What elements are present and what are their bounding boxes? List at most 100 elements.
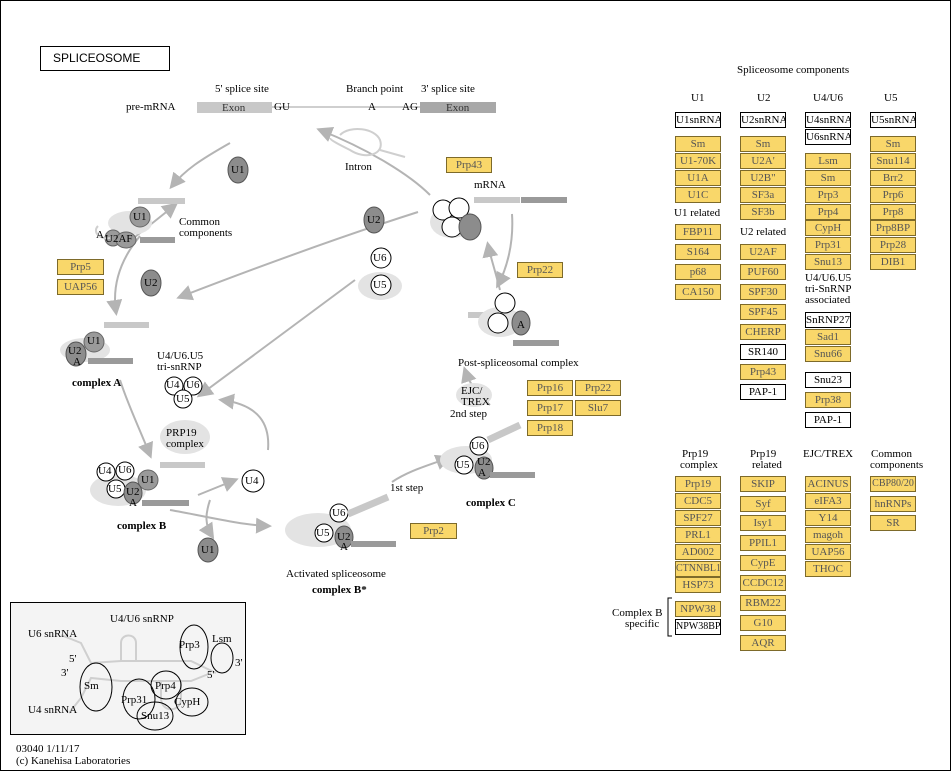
gene-prp8[interactable]: Prp8	[870, 204, 916, 220]
gene-ppil1[interactable]: PPIL1	[740, 535, 786, 551]
u4-label-released: U4	[245, 475, 259, 487]
gene-thoc[interactable]: THOC	[805, 561, 851, 577]
gene-brr2[interactable]: Brr2	[870, 170, 916, 186]
gene-prp22-post[interactable]: Prp22	[517, 262, 563, 278]
u1-binding-complex	[94, 198, 185, 249]
snu23-box[interactable]: Snu23	[805, 372, 851, 388]
gene-sf3a[interactable]: SF3a	[740, 187, 786, 203]
u2-snrna[interactable]: U2snRNA	[740, 112, 786, 128]
prp19-complex-graphic	[160, 420, 210, 454]
gene-cdc5[interactable]: CDC5	[675, 493, 721, 509]
gene-u2a[interactable]: U2A'	[740, 153, 786, 169]
snrnp27-box[interactable]: SnRNP27	[805, 312, 851, 328]
u5-snrna[interactable]: U5snRNA	[870, 112, 916, 128]
gene-hnrnps[interactable]: hnRNPs	[870, 496, 916, 512]
gene-ca150[interactable]: CA150	[675, 284, 721, 300]
ag-label: AG	[402, 101, 418, 113]
u1-label-complex-a: U1	[87, 335, 101, 347]
gene-sf3b[interactable]: SF3b	[740, 204, 786, 220]
gene-magoh[interactable]: magoh	[805, 527, 851, 543]
gene-uap56-cycle[interactable]: UAP56	[57, 279, 104, 295]
gene-prp5[interactable]: Prp5	[57, 259, 104, 275]
gene-spf45[interactable]: SPF45	[740, 304, 786, 320]
gene-skip[interactable]: SKIP	[740, 476, 786, 492]
gene-y14[interactable]: Y14	[805, 510, 851, 526]
gene-prp28[interactable]: Prp28	[870, 237, 916, 253]
gene-u2-sm[interactable]: Sm	[740, 136, 786, 152]
gene-prl1[interactable]: PRL1	[675, 527, 721, 543]
gene-u1-70k[interactable]: U1-70K	[675, 153, 721, 169]
gene-eifa3[interactable]: eIFA3	[805, 493, 851, 509]
gene-prp2[interactable]: Prp2	[410, 523, 457, 539]
gene-prp18[interactable]: Prp18	[527, 420, 573, 436]
col-u46-header: U4/U6	[813, 92, 843, 104]
u1-snrna[interactable]: U1snRNA	[675, 112, 721, 128]
gene-prp19[interactable]: Prp19	[675, 476, 721, 492]
gene-aqr[interactable]: AQR	[740, 635, 786, 651]
inset-u6-snrna-label: U6 snRNA	[28, 628, 78, 640]
gene-cype[interactable]: CypE	[740, 555, 786, 571]
gene-isy1[interactable]: Isy1	[740, 515, 786, 531]
gene-dib1[interactable]: DIB1	[870, 254, 916, 270]
gene-spf27[interactable]: SPF27	[675, 510, 721, 526]
gene-cyph[interactable]: CypH	[805, 220, 851, 236]
inset-three-prime-right: 3'	[235, 657, 243, 669]
prp19-complex-header-1: Prp19	[682, 448, 709, 460]
gene-prp31[interactable]: Prp31	[805, 237, 851, 253]
gene-ctnnbl1[interactable]: CTNNBL1	[675, 561, 721, 577]
gene-prp8bp[interactable]: Prp8BP	[870, 220, 916, 236]
gene-g10[interactable]: G10	[740, 615, 786, 631]
gene-snu13[interactable]: Snu13	[805, 254, 851, 270]
gene-prp43[interactable]: Prp43	[740, 364, 786, 380]
gene-prp22[interactable]: Prp22	[575, 380, 621, 396]
gene-u46-sm[interactable]: Sm	[805, 170, 851, 186]
pap1-u2-box[interactable]: PAP-1	[740, 384, 786, 400]
gene-prp38[interactable]: Prp38	[805, 392, 851, 408]
npw38bp-box[interactable]: NPW38BP	[675, 619, 721, 635]
pap1-tri-box[interactable]: PAP-1	[805, 412, 851, 428]
gene-prp3[interactable]: Prp3	[805, 187, 851, 203]
gene-hsp73[interactable]: HSP73	[675, 577, 721, 593]
gene-syf[interactable]: Syf	[740, 496, 786, 512]
gene-u2af[interactable]: U2AF	[740, 244, 786, 260]
sr140-box[interactable]: SR140	[740, 344, 786, 360]
gene-spf30[interactable]: SPF30	[740, 284, 786, 300]
gene-u5-sm[interactable]: Sm	[870, 136, 916, 152]
gene-snu66[interactable]: Snu66	[805, 346, 851, 362]
gene-prp16[interactable]: Prp16	[527, 380, 573, 396]
ejc-label-2: TREX	[461, 396, 490, 408]
tri-snrnp-label-2: tri-snRNP	[157, 361, 202, 373]
gene-npw38[interactable]: NPW38	[675, 601, 721, 617]
gene-cbp80-20[interactable]: CBP80/20	[870, 476, 916, 492]
gene-s164[interactable]: S164	[675, 244, 721, 260]
inset-snu13-label: Snu13	[141, 710, 170, 722]
gene-cherp[interactable]: CHERP	[740, 324, 786, 340]
u5-label-activated: U5	[316, 527, 330, 539]
gene-acinus[interactable]: ACINUS	[805, 476, 851, 492]
gene-prp43-cycle[interactable]: Prp43	[446, 157, 492, 173]
gene-u1a[interactable]: U1A	[675, 170, 721, 186]
gene-u1-sm[interactable]: Sm	[675, 136, 721, 152]
gene-rbm22[interactable]: RBM22	[740, 595, 786, 611]
gene-slu7[interactable]: Slu7	[575, 400, 621, 416]
prp19-complex-label-1: PRP19	[166, 427, 197, 439]
gene-lsm[interactable]: Lsm	[805, 153, 851, 169]
gene-snu114[interactable]: Snu114	[870, 153, 916, 169]
u6-snrna[interactable]: U6snRNA	[805, 129, 851, 145]
gene-ccdc12[interactable]: CCDC12	[740, 575, 786, 591]
branch-a-label: A	[368, 101, 376, 113]
gene-sr[interactable]: SR	[870, 515, 916, 531]
gene-p68[interactable]: p68	[675, 264, 721, 280]
gene-prp4[interactable]: Prp4	[805, 204, 851, 220]
u4-snrna[interactable]: U4snRNA	[805, 112, 851, 128]
gene-uap56[interactable]: UAP56	[805, 544, 851, 560]
gene-puf60[interactable]: PUF60	[740, 264, 786, 280]
gene-sad1[interactable]: Sad1	[805, 329, 851, 345]
gene-fbp11[interactable]: FBP11	[675, 224, 721, 240]
gene-ad002[interactable]: AD002	[675, 544, 721, 560]
u1-related-label: U1 related	[674, 207, 721, 219]
gene-u1c[interactable]: U1C	[675, 187, 721, 203]
gene-prp17[interactable]: Prp17	[527, 400, 573, 416]
gene-u2b[interactable]: U2B"	[740, 170, 786, 186]
gene-prp6[interactable]: Prp6	[870, 187, 916, 203]
